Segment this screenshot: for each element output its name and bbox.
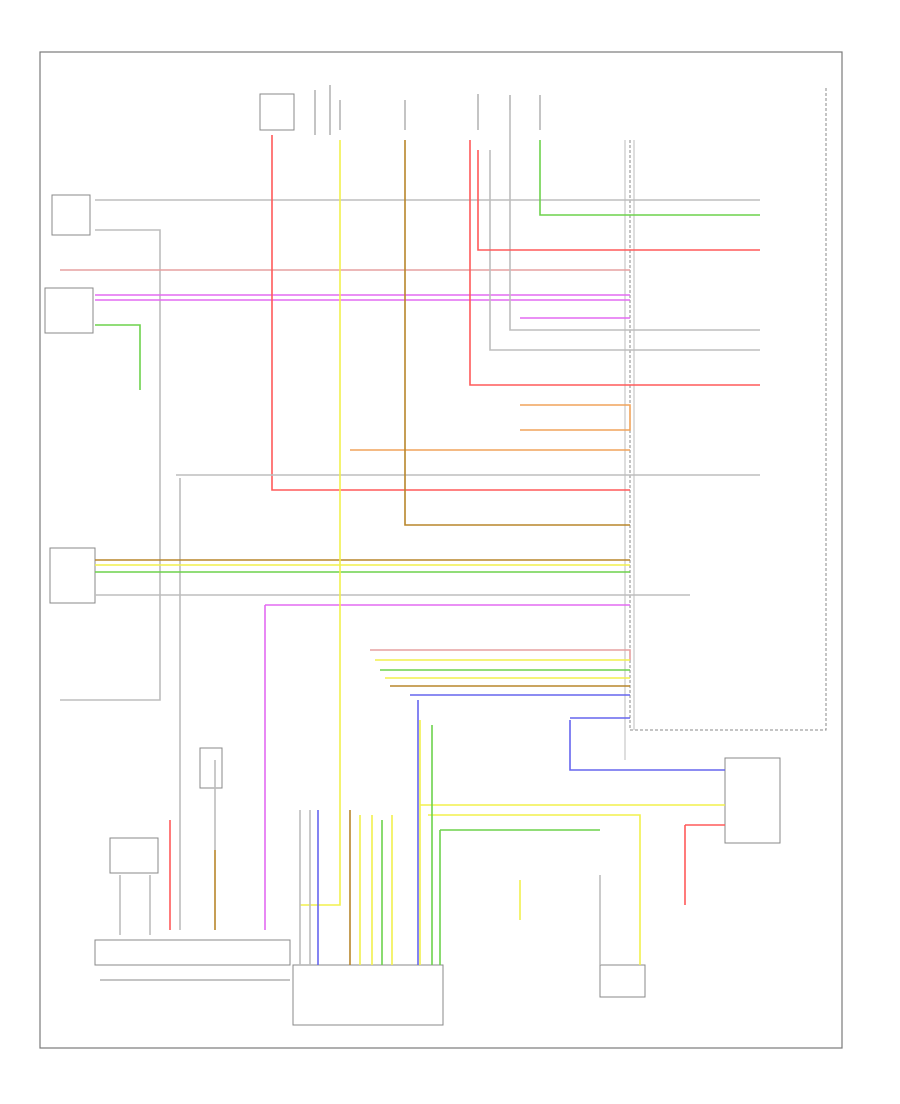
wire-yellow-34 (428, 814, 641, 965)
wire-orange-14 (520, 404, 631, 431)
top-fuse-block (259, 85, 541, 135)
wire-green-35 (439, 829, 600, 965)
wire-red-13 (469, 140, 760, 386)
relay-box (259, 93, 295, 131)
recirculation-actuator-box (724, 757, 781, 844)
wire-gray-9 (509, 110, 760, 331)
wire-gray-10 (489, 150, 760, 351)
blower-motor-relay-box (51, 194, 91, 236)
wire-red-12 (477, 150, 760, 251)
bottom-components (292, 757, 781, 1026)
wire-gray-3 (60, 229, 161, 701)
wire-red-36 (684, 824, 725, 905)
ground-distribution-box (94, 939, 291, 966)
main-module-box (629, 88, 827, 731)
wire-green-6 (95, 324, 141, 390)
wire-green-2 (539, 140, 760, 216)
ambient-temp-sensor-box (109, 837, 159, 874)
compressor-clutch-box (599, 964, 646, 998)
diagram-border (39, 51, 843, 1049)
evaporator-sensor-box (44, 287, 94, 334)
wire-blue-32 (569, 720, 725, 771)
fuse-box-small (199, 747, 223, 789)
wire-yellow-24 (300, 140, 341, 906)
wire-group (60, 110, 760, 965)
wire-brown-18 (404, 140, 630, 526)
pcm-box (292, 964, 444, 1026)
wire-magenta-23 (264, 604, 630, 930)
wire-pink-25 (370, 649, 631, 660)
wire-red-11 (271, 135, 630, 491)
left-components (44, 194, 291, 981)
ac-pressure-transducer-box (49, 547, 96, 604)
fuse-connectors (339, 94, 541, 130)
